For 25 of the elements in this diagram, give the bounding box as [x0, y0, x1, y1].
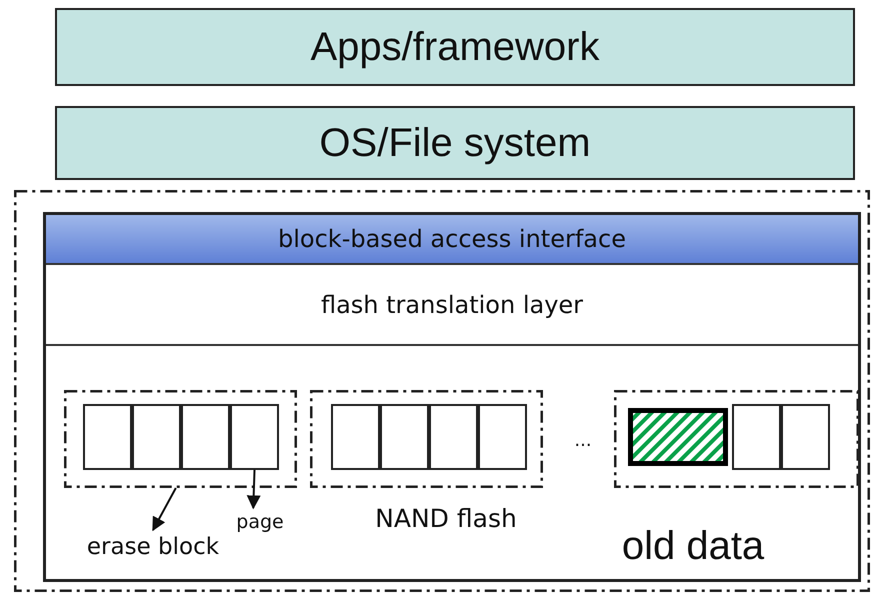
page-cell	[331, 404, 380, 470]
page-cell	[781, 404, 830, 470]
leader-arrow	[246, 470, 261, 510]
interface-band: block-based access interface	[46, 215, 858, 265]
layer-box: Apps/framework	[55, 8, 855, 86]
ellipsis-text: ...	[573, 428, 593, 452]
old-data-label: old data	[620, 522, 766, 570]
page-cell	[83, 404, 132, 470]
page-cell	[132, 404, 181, 470]
callout-text: erase block	[78, 530, 228, 564]
erase-block-group	[64, 390, 297, 488]
layer-box: OS/File system	[55, 106, 855, 180]
nand-flash-label: NAND flash	[374, 502, 518, 534]
page-cell	[380, 404, 429, 470]
callout-text: page	[232, 508, 288, 536]
leader-arrow	[152, 488, 177, 532]
erase-block-group	[614, 390, 859, 488]
page-cell	[478, 404, 527, 470]
translation-layer-band: flash translation layer	[46, 265, 858, 346]
page-cell	[181, 404, 230, 470]
page-cell	[230, 404, 279, 470]
old-data-block	[628, 408, 728, 466]
page-cell	[429, 404, 478, 470]
page-cell	[732, 404, 781, 470]
erase-block-group	[310, 390, 543, 488]
